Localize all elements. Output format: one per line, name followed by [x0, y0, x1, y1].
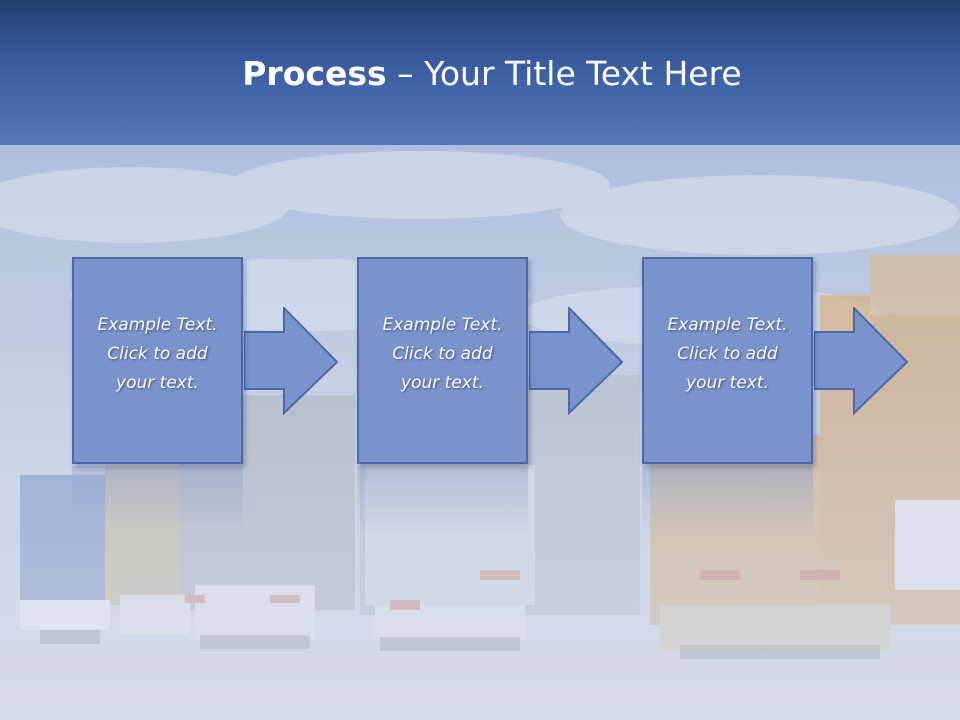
step-text-line: Example Text.: [667, 315, 788, 335]
step-text-line: Example Text.: [97, 315, 218, 335]
title-band: Process – Your Title Text Here: [0, 0, 960, 145]
step-2-reflection: [357, 466, 528, 536]
slide-title[interactable]: Process – Your Title Text Here: [0, 52, 960, 96]
step-3-text[interactable]: Example Text. Click to add your text.: [644, 311, 811, 398]
step-text-line: your text.: [686, 373, 769, 393]
step-text-line: Click to add: [392, 344, 493, 364]
step-2-text[interactable]: Example Text. Click to add your text.: [359, 311, 526, 398]
process-step-2[interactable]: Example Text. Click to add your text.: [357, 257, 528, 464]
step-text-line: your text.: [116, 373, 199, 393]
arrow-right-icon: [244, 307, 339, 416]
step-text-line: Click to add: [107, 344, 208, 364]
arrow-right-icon: [814, 307, 909, 416]
title-rest: – Your Title Text Here: [386, 54, 742, 93]
arrow-right-icon: [529, 307, 624, 416]
step-1-text[interactable]: Example Text. Click to add your text.: [74, 311, 241, 398]
step-3-reflection: [642, 466, 813, 536]
process-step-3[interactable]: Example Text. Click to add your text.: [642, 257, 813, 464]
process-step-1[interactable]: Example Text. Click to add your text.: [72, 257, 243, 464]
step-text-line: Example Text.: [382, 315, 503, 335]
step-1-reflection: [72, 466, 243, 536]
title-strong: Process: [242, 54, 387, 93]
step-text-line: Click to add: [677, 344, 778, 364]
step-text-line: your text.: [401, 373, 484, 393]
